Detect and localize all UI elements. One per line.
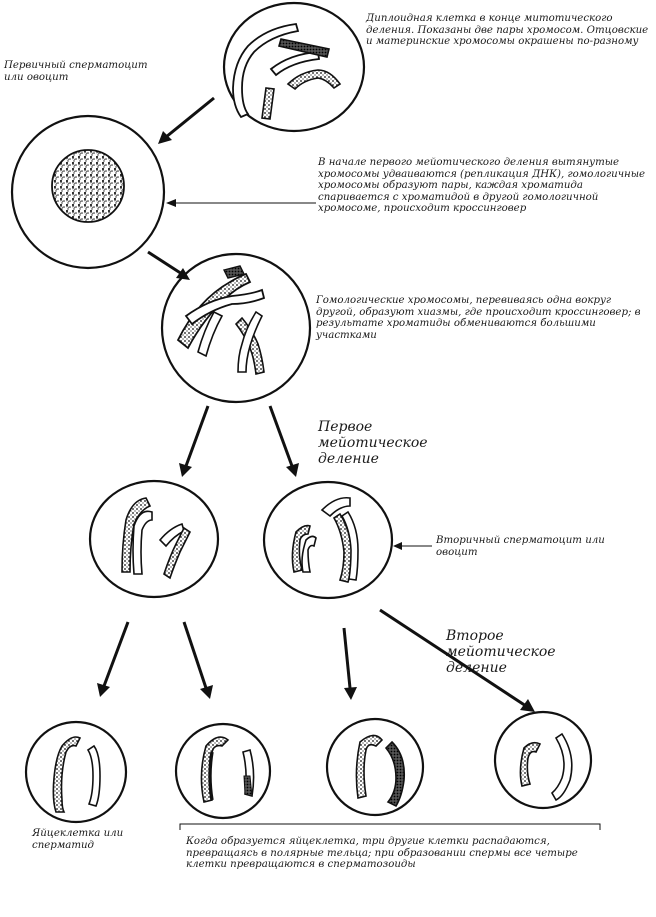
pointer-meiosis-start: [166, 199, 316, 207]
caption-polar-bodies: Когда образуется яйцеклетка, три другие …: [186, 836, 578, 871]
arrow-right-to-gamete3: [342, 627, 357, 700]
arrow-left-to-gamete1: [97, 621, 130, 697]
heading-first-division: Первое мейотическое деление: [318, 419, 428, 467]
arrow-cell1-to-cell2: [158, 96, 215, 144]
caption-diploid-cell: Диплоидная клетка в конце митотического …: [366, 13, 649, 48]
caption-secondary-spermatocyte: Вторичный сперматоцит или овоцит: [436, 535, 605, 558]
secondary-cell-left: [88, 479, 220, 599]
chiasma-cell: [160, 252, 312, 404]
caption-meiosis-start: В начале первого мейотического деления в…: [318, 157, 646, 215]
heading-second-division: Второе мейотическое деление: [446, 628, 556, 676]
arrow-left-to-gamete2: [182, 621, 213, 699]
gamete-cell-1: [24, 720, 128, 824]
caption-primary-spermatocyte: Первичный сперматоцит или овоцит: [4, 60, 148, 83]
pointer-secondary: [393, 542, 432, 550]
polar-bodies-bracket: [179, 823, 601, 830]
caption-chiasma: Гомологические хромосомы, перевиваясь од…: [316, 295, 641, 341]
secondary-cell-right: [262, 480, 394, 600]
arrow-cell2-to-cell3: [147, 250, 190, 280]
gamete-cell-3: [325, 717, 425, 817]
primary-spermatocyte-cell: [10, 114, 166, 270]
gamete-cell-2: [174, 722, 272, 820]
diploid-cell: [222, 1, 366, 133]
arrow-cell3-to-left: [179, 405, 210, 477]
caption-egg-or-spermatid: Яйцеклетка или сперматид: [32, 828, 124, 851]
gamete-cell-4: [493, 710, 593, 810]
arrow-cell3-to-right: [268, 405, 299, 477]
arrow-right-to-gamete4: [379, 608, 535, 712]
